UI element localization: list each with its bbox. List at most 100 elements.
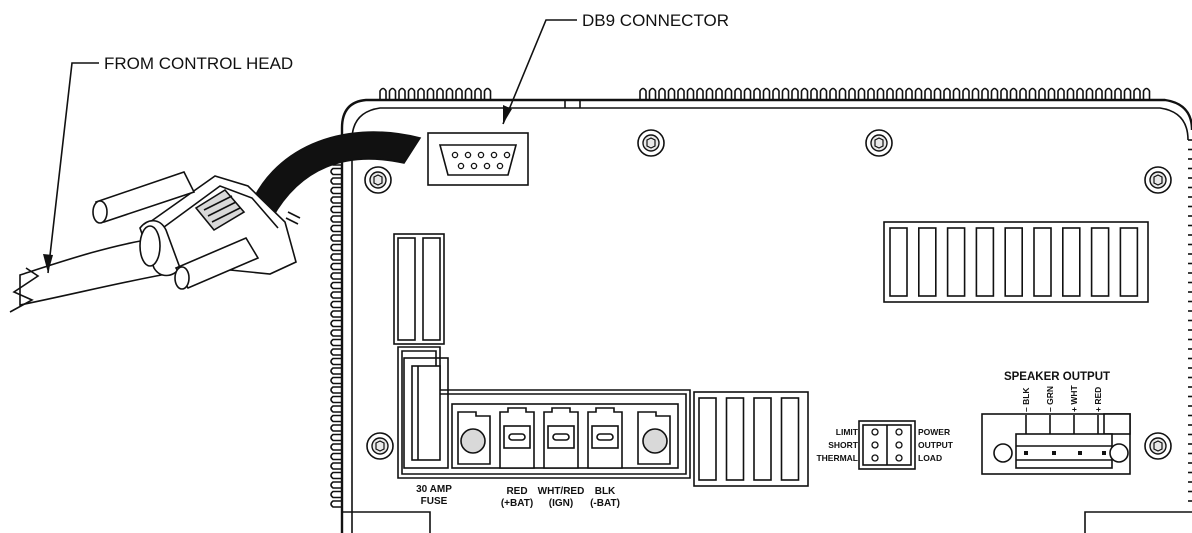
db9-connector[interactable] [427, 132, 529, 186]
fuse-30-amp[interactable] [403, 357, 449, 469]
heatsink-fin [330, 243, 342, 252]
vent-slot [698, 397, 717, 481]
heatsink-fin [990, 87, 999, 100]
heatsink-fin [715, 87, 723, 100]
power-terminal-wht-red[interactable] [543, 407, 579, 469]
heatsink-fin [1076, 87, 1084, 100]
heatsink-fin [981, 87, 989, 100]
heatsink-fin [330, 424, 342, 432]
heatsink-fin [398, 87, 406, 100]
heatsink-fin [943, 87, 951, 100]
heatsink-fin [705, 87, 714, 100]
heatsink-fin [330, 272, 342, 280]
heatsink-fin [330, 433, 342, 442]
heatsink-fin [388, 87, 397, 100]
led-label-power: POWER [918, 427, 950, 437]
terminal-wht-red-label: WHT/RED [538, 486, 585, 497]
heatsink-fin [800, 87, 809, 100]
vent-slot [1004, 227, 1024, 297]
heatsink-fin [1095, 87, 1103, 100]
heatsink-fin [743, 87, 752, 100]
heatsink-fin [971, 87, 980, 100]
heatsink-fin [686, 87, 695, 100]
thumbscrew-icon [92, 171, 196, 224]
heatsink-fin [924, 87, 932, 100]
heatsink-fin [483, 87, 492, 100]
top-heatsink-fins [379, 87, 1151, 100]
heatsink-fin [330, 281, 342, 290]
vent-slot [975, 227, 995, 297]
heatsink-fin [762, 87, 771, 100]
heatsink-fin [330, 234, 342, 242]
control-head-label: FROM CONTROL HEAD [104, 54, 293, 73]
heatsink-fin [330, 196, 342, 204]
left-heatsink-fins [330, 139, 342, 508]
heatsink-fin [886, 87, 894, 100]
heatsink-fin [639, 87, 647, 100]
db9-connector-label: DB9 CONNECTOR [582, 11, 729, 30]
heatsink-fin [648, 87, 657, 100]
heatsink-fin [330, 186, 342, 195]
heatsink-fin [407, 87, 416, 100]
heatsink-fin [1019, 87, 1027, 100]
heatsink-fin [1028, 87, 1037, 100]
heatsink-fin [848, 87, 856, 100]
heatsink-fin [330, 205, 342, 214]
screw-icon [1144, 166, 1172, 194]
power-terminal-blk[interactable] [587, 407, 623, 469]
heatsink-fin [962, 87, 970, 100]
heatsink-fin [658, 87, 666, 100]
power-terminal-red[interactable] [499, 407, 535, 469]
fuse-label: FUSE [421, 496, 448, 507]
led-label-load: LOAD [918, 453, 942, 463]
callout-control-head [43, 62, 99, 274]
led-label-short: SHORT [828, 440, 859, 450]
speaker-output-connector[interactable] [981, 413, 1131, 475]
speaker-pin-label: – GRN [1045, 386, 1055, 412]
heatsink-fin [724, 87, 733, 100]
vent-slot [889, 227, 908, 297]
heatsink-fin [330, 329, 342, 337]
heatsink-fin [330, 500, 342, 508]
vent-slot [1062, 227, 1081, 297]
led-indicator-panel [858, 420, 916, 470]
vent-slot [1090, 227, 1110, 297]
heatsink-fin [330, 367, 342, 375]
heatsink-fin [772, 87, 780, 100]
heatsink-fin [905, 87, 913, 100]
heatsink-fin [1123, 87, 1132, 100]
heatsink-fin [330, 300, 342, 309]
vent-slots-right [883, 221, 1149, 303]
heatsink-fin [867, 87, 875, 100]
heatsink-fin [330, 452, 342, 461]
heatsink-fin [1000, 87, 1008, 100]
right-heatsink-fins [1188, 139, 1192, 502]
fuse-label: 30 AMP [416, 484, 452, 495]
heatsink-fin [933, 87, 942, 100]
heatsink-fin [445, 87, 454, 100]
screw-icon [865, 129, 893, 157]
heatsink-fin [330, 405, 342, 413]
heatsink-fin [952, 87, 961, 100]
terminal-blk-label: (-BAT) [590, 498, 620, 509]
heatsink-fin [330, 490, 342, 499]
heatsink-fin [753, 87, 761, 100]
heatsink-fin [857, 87, 866, 100]
speaker-pin-label: + RED [1093, 387, 1103, 412]
power-post-right [637, 411, 671, 465]
heatsink-fin [330, 357, 342, 366]
heatsink-fin [876, 87, 885, 100]
vent-slots-left [393, 233, 445, 345]
heatsink-fin [1038, 87, 1046, 100]
heatsink-fin [330, 319, 342, 328]
heatsink-fin [819, 87, 828, 100]
chassis [330, 87, 1192, 533]
heatsink-fin [1133, 87, 1141, 100]
heatsink-fin [1009, 87, 1018, 100]
heatsink-fin [734, 87, 742, 100]
heatsink-fin [330, 395, 342, 404]
speaker-output-title: SPEAKER OUTPUT [1004, 371, 1110, 383]
vent-slot [946, 227, 966, 297]
heatsink-fin [330, 386, 342, 394]
